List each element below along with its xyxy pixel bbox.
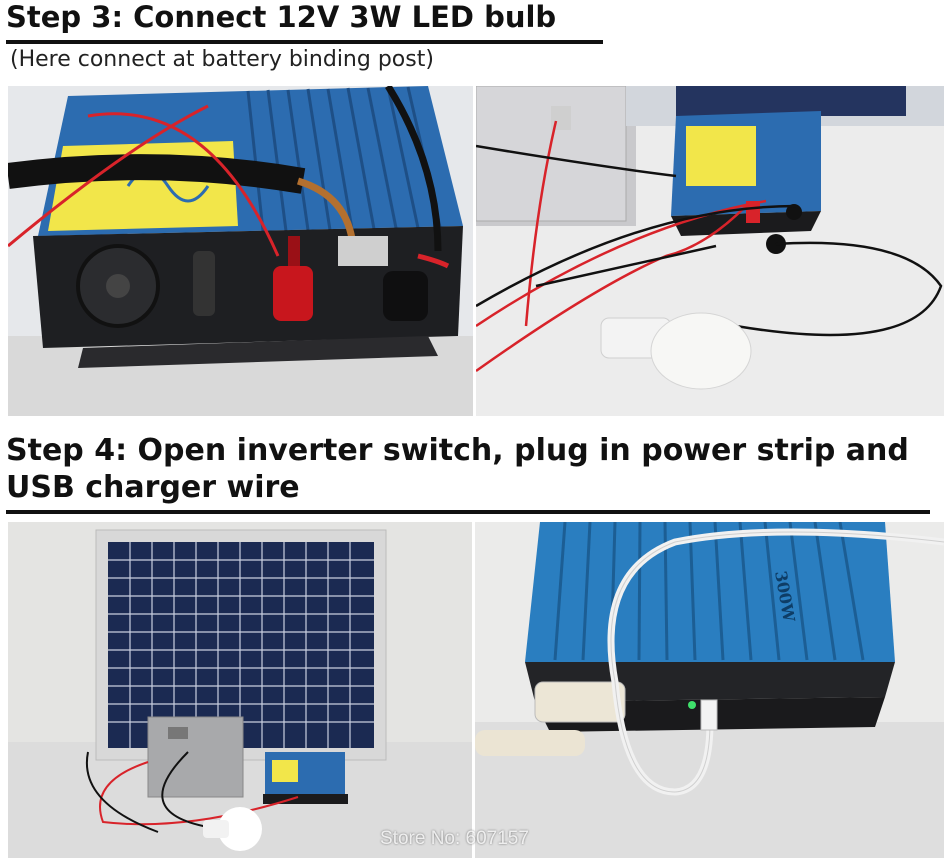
photo-inverter-plugged: 300W [475, 522, 944, 858]
step4-heading: Step 4: Open inverter switch, plug in po… [6, 433, 909, 505]
step3-underline [6, 40, 603, 44]
step4-underline [6, 510, 930, 514]
photo-battery-inverter-bulb [476, 86, 944, 416]
step3-heading: Step 3: Connect 12V 3W LED bulb [6, 0, 557, 34]
store-watermark: Store No: 607157 [380, 828, 529, 849]
photo-solar-panel-setup [8, 522, 472, 858]
step3-subtitle: (Here connect at battery binding post) [10, 47, 434, 72]
photo-inverter-closeup [8, 86, 473, 416]
